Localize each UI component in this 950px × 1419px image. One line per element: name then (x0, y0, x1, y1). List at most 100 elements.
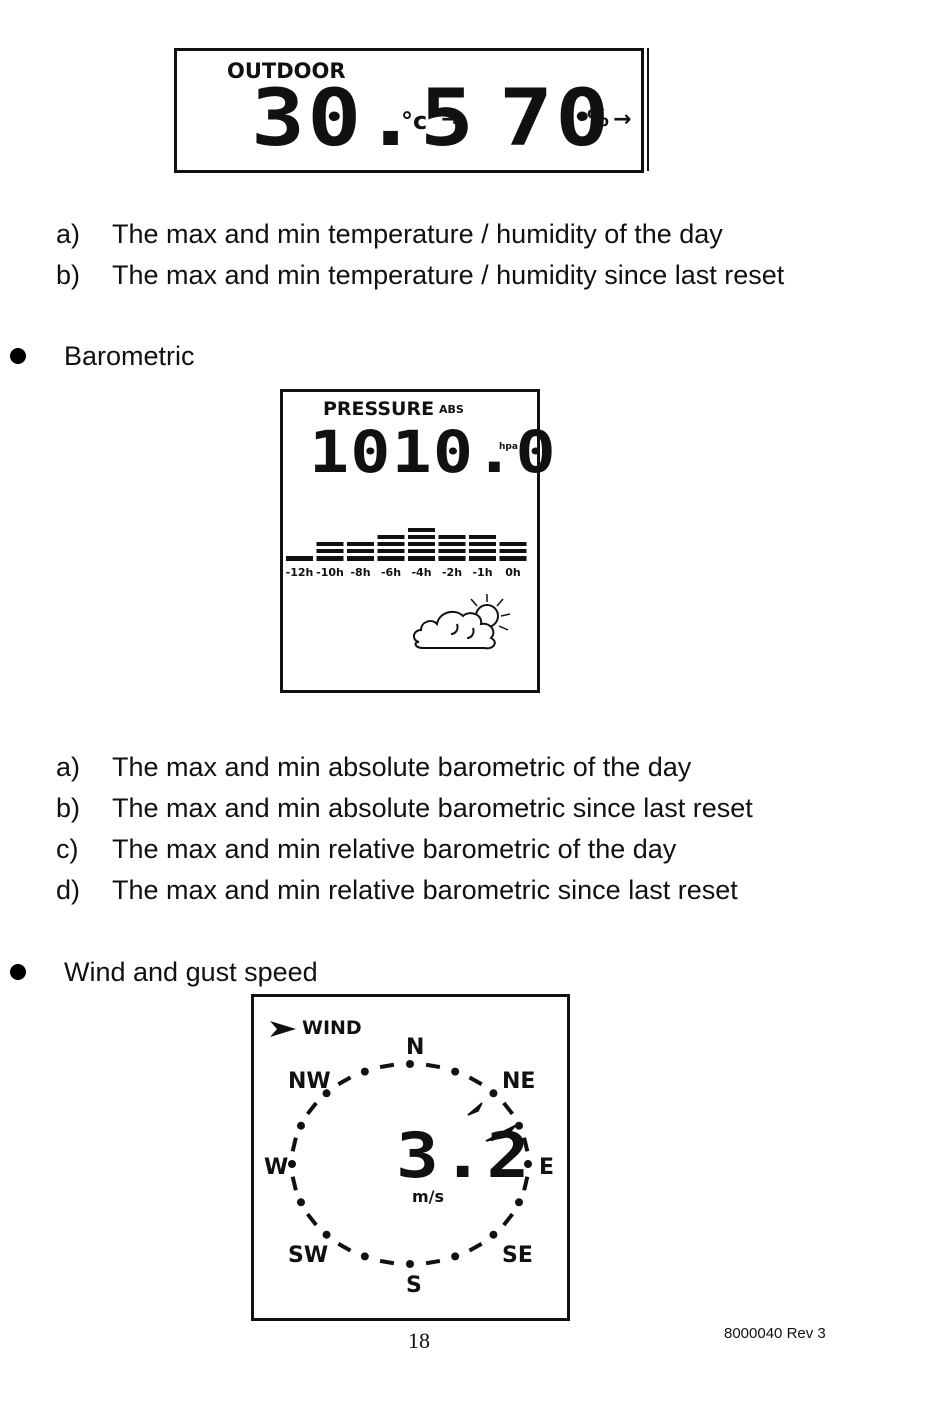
compass-ring-dash (337, 1241, 352, 1253)
wind-speed-unit: m/s (412, 1187, 445, 1206)
pressure-mode-badge: ABS (439, 403, 464, 416)
pressure-history-bar-segment (347, 556, 374, 561)
list-text: The max and min relative barometric of t… (112, 834, 677, 864)
compass-ring-dash (522, 1137, 530, 1152)
compass-ring-dot (360, 1067, 369, 1076)
pressure-history-tick-label: 0h (505, 566, 521, 579)
list-marker: b) (56, 793, 81, 823)
wind-arrow-icon (270, 1021, 296, 1037)
list-text: The max and min absolute barometric of t… (112, 752, 692, 782)
compass-label-n: N (406, 1035, 425, 1060)
compass-label-se: SE (502, 1243, 533, 1268)
pressure-history-bar-segment (438, 535, 466, 539)
compass-label-s: S (406, 1273, 422, 1298)
pressure-history-bar-segment (438, 542, 466, 546)
compass-ring-dot (524, 1160, 532, 1168)
compass-ring-dash (425, 1062, 441, 1070)
compass-label-nw: NW (288, 1069, 331, 1094)
compass-ring-dot (296, 1121, 305, 1130)
list-text: The max and min temperature / humidity o… (112, 219, 723, 249)
pressure-history-bar-segment (469, 549, 496, 553)
pressure-history-bar-segment (286, 556, 313, 561)
compass-ring-dash (290, 1176, 298, 1191)
pressure-history-tick-label: -2h (442, 566, 462, 579)
document-revision-id: 8000040 Rev 3 (724, 1325, 826, 1342)
wind-label: WIND (302, 1017, 362, 1039)
pressure-history-bar-segment (499, 549, 527, 553)
list-text: The max and min relative barometric sinc… (112, 875, 738, 905)
outdoor-temperature-value: 30.5 (251, 74, 477, 164)
pressure-history-bar-segment (438, 549, 466, 553)
pressure-history-bar-segment (438, 556, 466, 561)
compass-ring-dash (379, 1062, 395, 1070)
partly-cloudy-icon (413, 594, 511, 650)
humidity-unit: % (587, 107, 610, 132)
pressure-history-bar-segment (316, 549, 344, 553)
pressure-history-bar-segment (347, 549, 374, 553)
compass-ring-dash (337, 1075, 352, 1087)
pressure-history-bar-segment (499, 542, 527, 546)
pressure-history-bar-segment (408, 542, 435, 546)
pressure-history-bar-segment (499, 556, 527, 561)
outdoor-label: OUTDOOR (227, 59, 346, 83)
humidity-trend-arrow-icon: → (613, 107, 632, 132)
pressure-history-tick-label: -6h (381, 566, 401, 579)
pressure-history-bar-segment (469, 542, 496, 546)
compass-ring-dot (288, 1160, 296, 1168)
pressure-history-tick-label: -12h (286, 566, 314, 579)
bullet-icon (10, 348, 26, 364)
compass-ring-dash (379, 1258, 395, 1266)
page-number: 18 (408, 1328, 430, 1353)
compass-label-w: W (264, 1155, 289, 1180)
compass-label-sw: SW (288, 1243, 329, 1268)
compass-ring-dot (515, 1121, 524, 1130)
pressure-history-bar-segment (408, 549, 435, 553)
pressure-history-bar-segment (408, 556, 435, 561)
bullet-icon (10, 964, 26, 980)
list-marker: c) (56, 834, 79, 864)
section-heading-wind: Wind and gust speed (64, 957, 318, 987)
pressure-value: 1010.0 (309, 418, 557, 486)
compass-ring-dot (322, 1089, 331, 1098)
compass-ring-dot (360, 1252, 369, 1261)
list-marker: a) (56, 752, 81, 782)
compass-ring-dash (425, 1258, 441, 1266)
pressure-history-tick-label: -10h (316, 566, 344, 579)
compass-ring-dot (489, 1089, 498, 1098)
compass-ring-dash (522, 1176, 530, 1191)
compass-ring-dot (451, 1252, 460, 1261)
pressure-lcd-display: PRESSURE ABS 1010.0 hpa -12h-10h-8h-6h-4… (280, 389, 556, 693)
section-heading-barometric: Barometric (64, 341, 195, 371)
wind-speed-value: 3.2 (396, 1119, 532, 1192)
pressure-history-bar-segment (347, 542, 374, 546)
list-text: The max and min temperature / humidity s… (112, 260, 785, 290)
pressure-unit: hpa (499, 442, 518, 452)
pressure-history-tick-label: -1h (472, 566, 492, 579)
compass-ring-dot (406, 1260, 414, 1268)
pressure-history-bar-segment (316, 556, 344, 561)
wind-lcd-display: WIND N NE E SE S SW W NW 3.2 m/s (251, 994, 570, 1321)
list-marker: d) (56, 875, 81, 905)
outdoor-lcd-display: OUTDOOR 30.5 °c → 70 % → (174, 48, 649, 173)
list-text: The max and min absolute barometric sinc… (112, 793, 753, 823)
compass-ring-dash (305, 1212, 318, 1227)
list-marker: b) (56, 260, 81, 290)
pressure-history-bar-segment (408, 535, 435, 539)
compass-ring-dot (322, 1230, 331, 1239)
pressure-history-bar-segment (469, 535, 496, 539)
compass-ring-dash (305, 1101, 318, 1116)
pressure-history-bar-segment (377, 549, 405, 553)
lcd-edge-line (647, 48, 649, 171)
pressure-history-tick-label: -4h (411, 566, 431, 579)
pressure-label: PRESSURE (323, 398, 435, 420)
temperature-trend-arrow-icon: → (441, 107, 460, 132)
compass-ring-dash (502, 1212, 515, 1227)
pressure-history-bar-segment (377, 542, 405, 546)
list-marker: a) (56, 219, 81, 249)
pressure-history-bar-segment (316, 542, 344, 546)
compass-label-e: E (539, 1155, 555, 1180)
pressure-history-bar-segment (408, 528, 435, 532)
wind-compass-ring (288, 1060, 532, 1268)
compass-ring-dash (468, 1075, 483, 1087)
